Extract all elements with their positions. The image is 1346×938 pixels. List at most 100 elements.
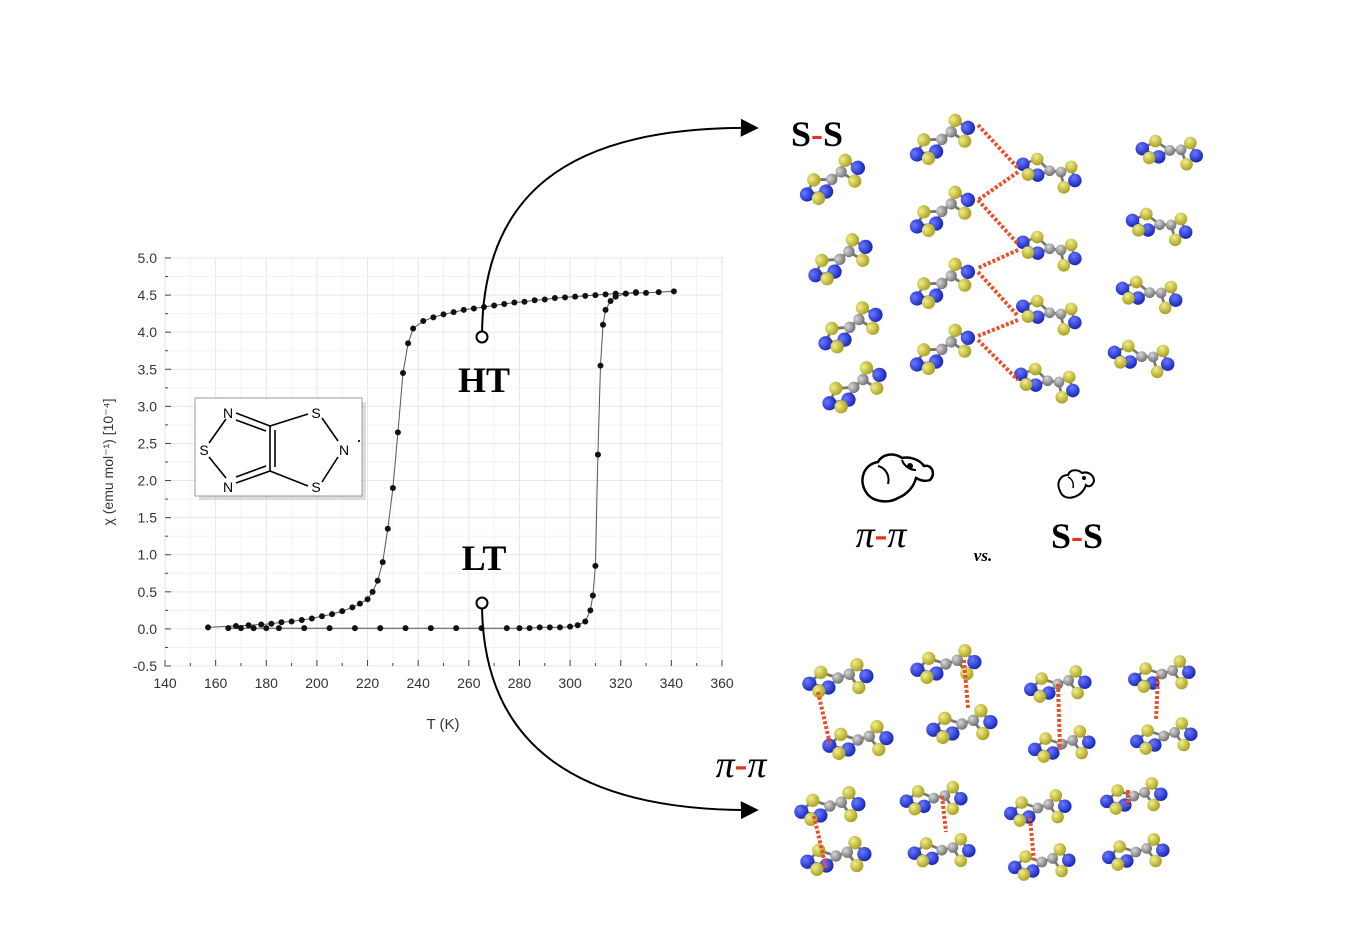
atom-n <box>1024 682 1038 697</box>
ht-marker <box>475 330 489 344</box>
molecule-model <box>909 257 976 309</box>
data-point <box>607 298 614 305</box>
atom-n <box>857 846 872 862</box>
data-point <box>225 625 232 632</box>
atom-n-right: N <box>339 442 349 458</box>
contact-line <box>816 691 832 745</box>
atom-n <box>1182 665 1196 679</box>
atom-c <box>853 313 865 326</box>
atom-n <box>1068 173 1082 188</box>
molecule-model <box>909 323 976 375</box>
atom-s <box>946 802 960 816</box>
data-point <box>394 429 401 436</box>
data-point <box>600 321 607 328</box>
atom-s <box>958 344 972 358</box>
atom-s-left: S <box>199 442 208 458</box>
data-point <box>501 300 508 307</box>
atom-s <box>848 174 862 188</box>
data-point <box>245 622 252 629</box>
data-point <box>572 293 579 300</box>
atom-c <box>830 850 842 862</box>
atom-s <box>1114 355 1127 369</box>
atom-c <box>951 654 963 666</box>
atom-s <box>921 151 936 165</box>
y-tick-label: 5.0 <box>138 250 158 266</box>
molecule-model <box>1024 665 1092 703</box>
atom-n <box>1014 367 1028 381</box>
atom-n <box>1028 742 1042 757</box>
y-tick-label: 4.0 <box>138 324 158 340</box>
atom-c <box>834 253 846 265</box>
molecule-model <box>1128 655 1196 693</box>
atom-n <box>909 147 925 162</box>
atom-c <box>945 336 957 348</box>
y-tick-label: 3.0 <box>138 398 158 414</box>
atom-s <box>1132 223 1145 237</box>
atom-s <box>948 113 962 128</box>
atom-s <box>834 727 848 741</box>
atom-s <box>1147 833 1161 846</box>
atom-c <box>832 672 844 684</box>
molecule-structure-inset: N N S S S N · <box>194 397 366 500</box>
atom-s <box>921 361 936 375</box>
contact-line <box>976 170 1020 202</box>
atom-n <box>1062 853 1076 867</box>
atom-n <box>1184 727 1198 741</box>
atom-n <box>954 791 968 806</box>
atom-c <box>1154 219 1166 231</box>
atom-c <box>1063 675 1074 686</box>
versus-ss-label: S-S <box>1051 516 1103 556</box>
atom-s <box>908 802 922 816</box>
atom-s <box>812 684 826 698</box>
atom-s <box>1075 746 1088 760</box>
atom-c <box>1128 790 1140 802</box>
data-point <box>301 625 308 632</box>
atom-c <box>1175 144 1187 156</box>
atom-n <box>1130 734 1144 749</box>
atom-s <box>948 185 962 200</box>
data-point <box>250 625 257 632</box>
atom-s <box>922 651 936 665</box>
molecule-model <box>1008 843 1076 881</box>
atom-c <box>1147 351 1159 363</box>
data-point <box>420 318 427 325</box>
atom-s <box>1174 212 1188 226</box>
data-point <box>602 306 609 313</box>
data-point <box>278 619 285 626</box>
atom-s <box>1021 310 1035 323</box>
atom-s <box>1015 796 1028 809</box>
atom-c <box>947 842 959 853</box>
atom-s <box>958 278 972 292</box>
atom-s <box>1057 258 1071 272</box>
atom-c <box>857 373 869 386</box>
atom-s <box>1173 655 1187 668</box>
data-point <box>643 289 650 296</box>
atom-s <box>1111 858 1125 871</box>
atom-s <box>1013 814 1027 827</box>
atom-s <box>954 854 968 868</box>
atom-c <box>863 730 875 742</box>
data-point <box>339 608 346 615</box>
atom-s <box>845 233 860 247</box>
y-tick-label: 1.5 <box>138 510 158 526</box>
atom-s <box>1071 686 1084 700</box>
y-tick-label: 3.5 <box>138 361 158 377</box>
y-tick-label: 2.0 <box>138 473 158 489</box>
atom-s <box>917 277 931 291</box>
atom-s <box>1149 134 1162 148</box>
atom-s <box>946 780 960 794</box>
data-point <box>326 625 333 632</box>
data-point <box>491 302 498 309</box>
atom-c <box>1169 727 1180 738</box>
molecule-model <box>907 832 976 868</box>
data-point <box>655 289 662 296</box>
atom-s <box>1139 742 1153 755</box>
data-point <box>205 624 212 631</box>
x-tick-label: 360 <box>710 675 734 691</box>
atom-n <box>1016 235 1030 249</box>
atom-n <box>1068 315 1082 330</box>
contact-line <box>940 795 948 833</box>
atom-n <box>1168 293 1183 307</box>
data-point <box>460 306 467 313</box>
atom-s <box>872 742 886 757</box>
